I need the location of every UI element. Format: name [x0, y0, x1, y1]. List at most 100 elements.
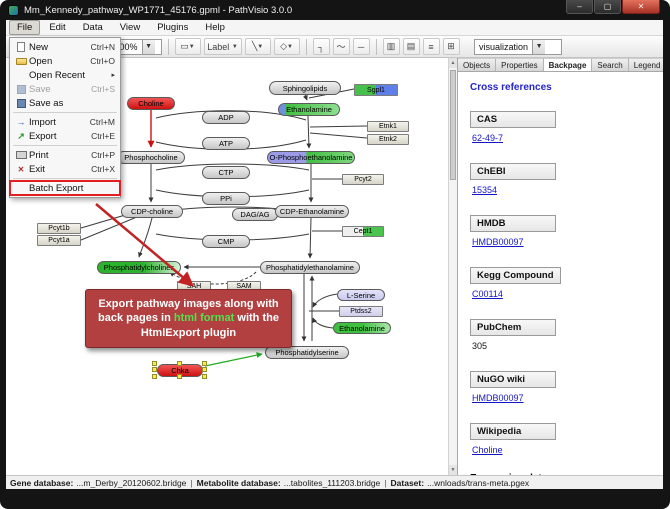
crossref-link[interactable]: 62-49-7	[472, 133, 504, 143]
node-cdp-choline[interactable]: CDP-choline	[121, 205, 183, 218]
file-menu: New Ctrl+N Open Ctrl+O Open Recent ▸ Sav…	[9, 37, 121, 198]
node-ethanolamine-top[interactable]: Ethanolamine	[278, 103, 340, 116]
shape-tool-button[interactable]: ◇ ▼	[273, 38, 300, 55]
file-menu-item-print[interactable]: Print Ctrl+P	[10, 148, 120, 162]
datanode-tool-button[interactable]: ▭ ▼	[174, 38, 201, 55]
distribute-button[interactable]: ≡	[422, 38, 440, 55]
crossref-link[interactable]: 15354	[472, 185, 498, 195]
node-dag-ag[interactable]: DAG/AG	[232, 208, 278, 221]
node-ctp[interactable]: CTP	[202, 166, 250, 179]
tab-legend[interactable]: Legend	[628, 58, 663, 71]
chevron-down-icon[interactable]: ▼	[532, 39, 546, 54]
canvas-vertical-scrollbar[interactable]: ▲ ▼	[448, 58, 457, 475]
zoom-select[interactable]: 100% ▼	[109, 38, 162, 55]
annotation-text: Export pathway images along with back pa…	[98, 298, 279, 325]
align-horizontal-button[interactable]: ▥	[382, 38, 400, 55]
tab-objects[interactable]: Objects	[458, 58, 497, 71]
crossref-link[interactable]: HMDB00097	[472, 393, 524, 403]
node-phosphatidylserine[interactable]: Phosphatidylserine	[265, 346, 349, 359]
tab-backpage[interactable]: Backpage	[543, 58, 593, 71]
crossref-heading: Cross references	[470, 82, 552, 93]
tab-search[interactable]: Search	[592, 58, 629, 71]
node-pcyt1b[interactable]: Pcyt1b	[37, 223, 81, 234]
menu-data[interactable]: Data	[82, 22, 103, 33]
node-cdp-ethanolamine[interactable]: CDP-Ethanolamine	[275, 205, 349, 218]
node-ethanolamine-bottom[interactable]: Ethanolamine	[333, 322, 391, 334]
crossref-link[interactable]: HMDB00097	[472, 237, 524, 247]
selection-handle[interactable]	[152, 367, 157, 372]
node-atp[interactable]: ATP	[202, 137, 250, 150]
node-l-serine[interactable]: L-Serine	[337, 289, 385, 301]
file-menu-item-new[interactable]: New Ctrl+N	[10, 40, 120, 54]
maximize-button[interactable]: ▢	[594, 0, 621, 14]
selection-handle[interactable]	[152, 374, 157, 379]
title-bar[interactable]: Mm_Kennedy_pathway_WP1771_45176.gpml - P…	[0, 0, 670, 20]
menu-plugins[interactable]: Plugins	[157, 22, 189, 33]
node-etnk1[interactable]: Etnk1	[367, 121, 409, 132]
crossref-section-wikipedia: Wikipedia Choline	[470, 421, 653, 458]
node-phosphocholine[interactable]: Phosphocholine	[117, 151, 185, 164]
node-pcyt1a[interactable]: Pcyt1a	[37, 235, 81, 246]
crossref-source: Kegg Compound	[470, 267, 561, 284]
tab-properties[interactable]: Properties	[496, 58, 544, 71]
label-tool-button[interactable]: Label ▼	[203, 38, 242, 55]
crossref-section-chebi: ChEBI 15354	[470, 161, 653, 198]
crossref-section-cas: CAS 62-49-7	[470, 109, 653, 146]
file-menu-item-open[interactable]: Open Ctrl+O	[10, 54, 120, 68]
selection-handle[interactable]	[152, 361, 157, 366]
file-menu-item-batch-export[interactable]: Batch Export	[9, 180, 121, 196]
crossref-link[interactable]: Choline	[472, 445, 503, 455]
node-sphingolipids[interactable]: Sphingolipids	[269, 81, 341, 95]
menu-file[interactable]: File	[9, 20, 41, 35]
chevron-down-icon[interactable]: ▼	[141, 39, 155, 54]
file-menu-item-save[interactable]: Save Ctrl+S	[10, 82, 120, 96]
connector-elbow-button[interactable]: ┐	[312, 38, 330, 55]
node-phosphatidylethanolamine[interactable]: Phosphatidylethanolamine	[260, 261, 360, 274]
visualization-select[interactable]: visualization ▼	[474, 38, 562, 55]
connector-segment-button[interactable]: ─	[352, 38, 370, 55]
metabolite-db-label: Metabolite database:	[196, 477, 281, 488]
scroll-down-icon[interactable]: ▼	[449, 465, 457, 475]
file-menu-item-save-as[interactable]: Save as	[10, 96, 120, 110]
file-menu-item-import[interactable]: → Import Ctrl+M	[16, 116, 116, 128]
node-phosphatidylcholines[interactable]: Phosphatidylcholines	[97, 261, 181, 274]
close-button[interactable]: ✕	[622, 0, 660, 14]
selection-handle[interactable]	[202, 374, 207, 379]
crossref-section-nugo: NuGO wiki HMDB00097	[470, 369, 653, 406]
file-menu-item-open-recent[interactable]: Open Recent ▸	[29, 69, 115, 81]
selection-handle[interactable]	[202, 361, 207, 366]
menu-edit[interactable]: Edit	[49, 22, 66, 33]
menu-help[interactable]: Help	[205, 22, 225, 33]
node-ptdss2[interactable]: Ptdss2	[339, 306, 383, 317]
selection-handle[interactable]	[202, 367, 207, 372]
group-button[interactable]: ⊞	[442, 38, 460, 55]
exit-icon: ✕	[17, 164, 25, 174]
crossref-section-hmdb: HMDB HMDB00097	[470, 213, 653, 250]
node-adp[interactable]: ADP	[202, 111, 250, 124]
node-choline[interactable]: Choline	[127, 97, 175, 110]
menu-view[interactable]: View	[119, 22, 141, 33]
file-menu-item-exit[interactable]: ✕ Exit Ctrl+X	[17, 163, 115, 175]
minimize-button[interactable]: –	[566, 0, 593, 14]
file-menu-item-export[interactable]: ↗ Export Ctrl+E	[17, 130, 115, 142]
crossref-link[interactable]: C00114	[472, 289, 503, 299]
node-ppi[interactable]: PPi	[202, 192, 250, 205]
node-etnk2[interactable]: Etnk2	[367, 134, 409, 145]
node-cept1[interactable]: Cept1	[342, 226, 384, 237]
scroll-up-icon[interactable]: ▲	[449, 58, 457, 68]
node-cmp[interactable]: CMP	[202, 235, 250, 248]
save-disk-icon	[16, 84, 26, 94]
connector-curved-button[interactable]: ～	[332, 38, 350, 55]
align-vertical-button[interactable]: ▤	[402, 38, 420, 55]
node-pcyt2[interactable]: Pcyt2	[342, 174, 384, 185]
node-o-phosphoethanolamine[interactable]: O-Phosphoethanolamine	[267, 151, 355, 164]
selection-handle[interactable]	[177, 361, 182, 366]
callout-annotation: Export pathway images along with back pa…	[85, 289, 292, 348]
side-panel-tabs: Objects Properties Backpage Search Legen…	[458, 58, 663, 72]
scrollbar-thumb[interactable]	[450, 70, 456, 180]
selection-handle[interactable]	[177, 374, 182, 379]
menu-separator	[13, 145, 117, 146]
line-tool-button[interactable]: ╲ ▼	[244, 38, 271, 55]
node-sgpl1[interactable]: Sgpl1	[354, 84, 398, 96]
status-divider: |	[190, 477, 193, 488]
